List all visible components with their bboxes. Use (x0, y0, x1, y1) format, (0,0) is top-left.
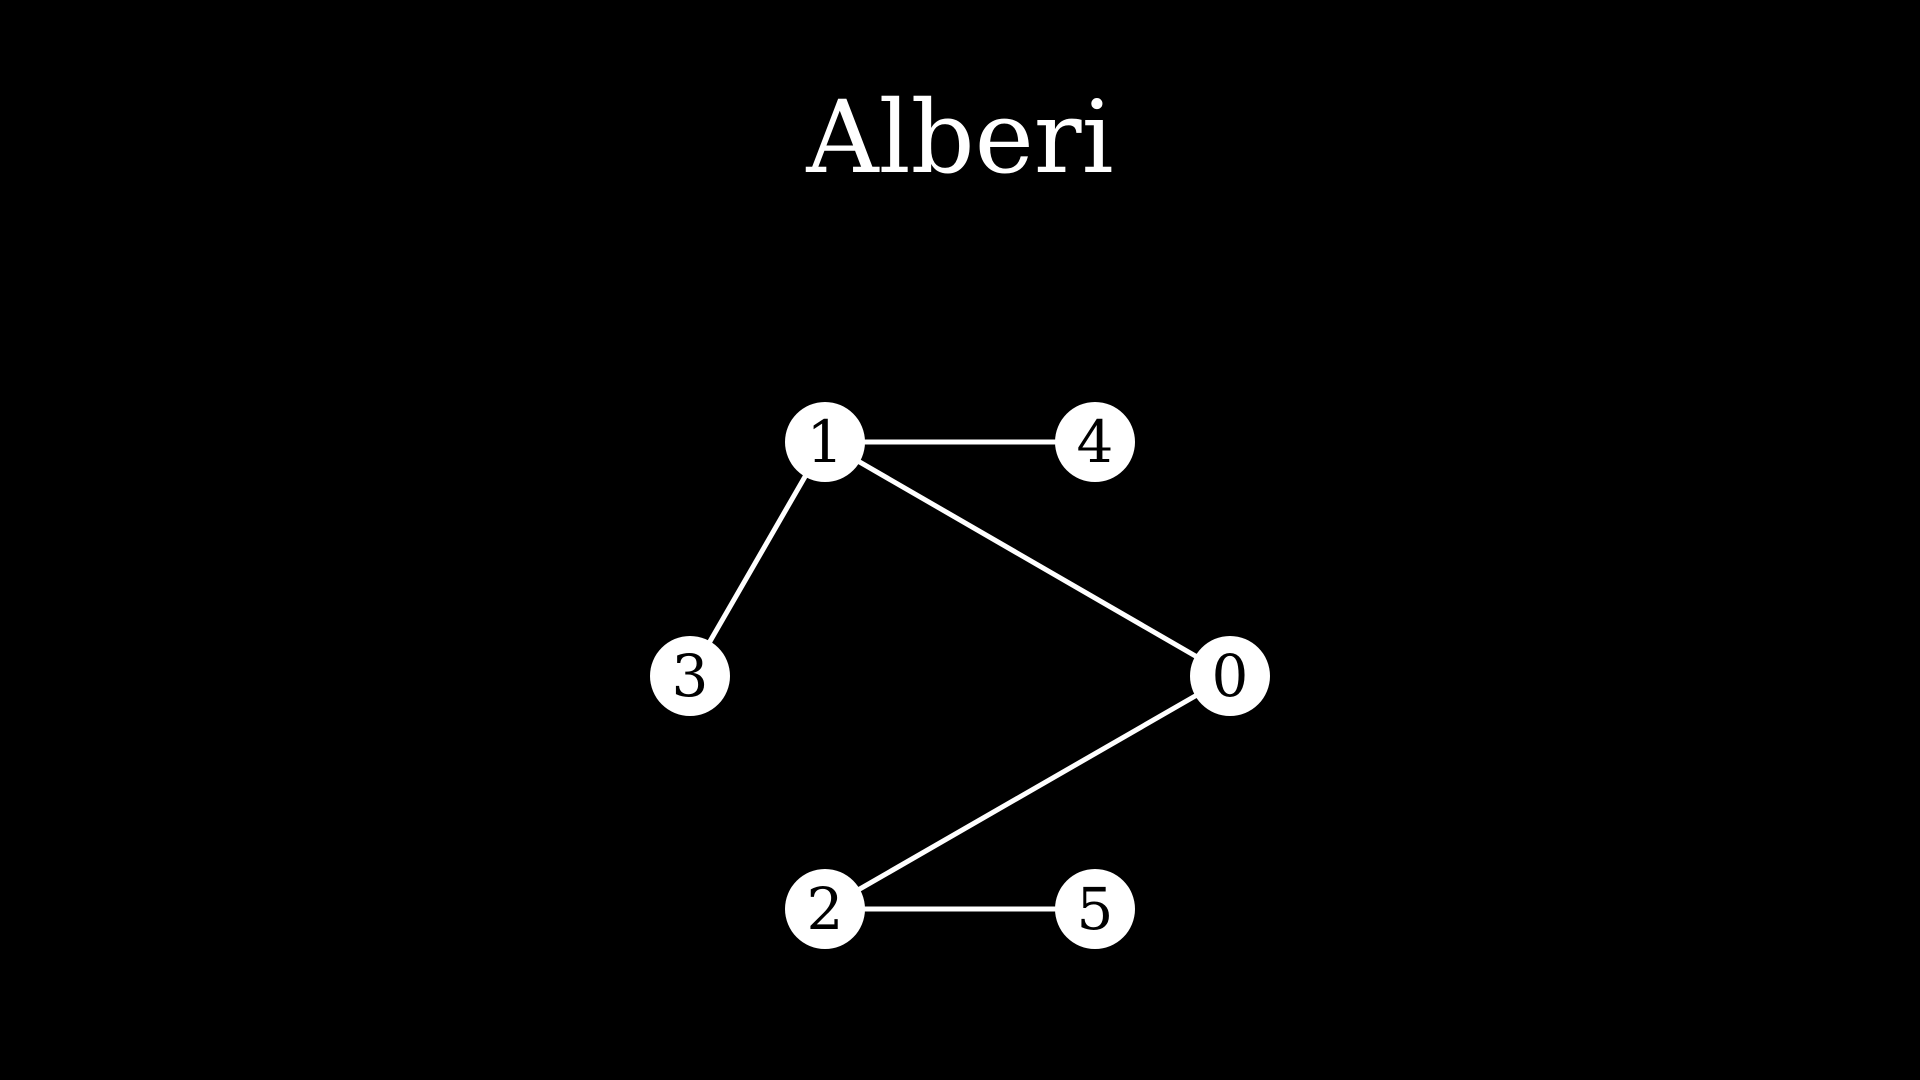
slide-title: Alberi (806, 79, 1114, 196)
node-circle (1055, 402, 1135, 482)
node-5: 5 (1055, 869, 1135, 949)
node-circle (1190, 636, 1270, 716)
node-4: 4 (1055, 402, 1135, 482)
node-circle (785, 402, 865, 482)
node-3: 3 (650, 636, 730, 716)
node-label: 4 (1077, 408, 1114, 476)
edge-0-2 (823, 673, 1232, 912)
node-circle (785, 869, 865, 949)
node-label: 5 (1077, 875, 1114, 943)
node-label: 2 (807, 875, 844, 943)
node-label: 3 (672, 642, 709, 710)
graph-edges (687, 439, 1232, 912)
edge-1-0 (823, 439, 1232, 679)
node-label: 0 (1212, 642, 1249, 710)
node-label: 1 (807, 408, 844, 476)
node-circle (650, 636, 730, 716)
edge-1-3 (687, 440, 828, 678)
node-1: 1 (785, 402, 865, 482)
node-0: 0 (1190, 636, 1270, 716)
graph-nodes: 0 1 2 3 4 5 (650, 402, 1270, 949)
node-2: 2 (785, 869, 865, 949)
node-circle (1055, 869, 1135, 949)
